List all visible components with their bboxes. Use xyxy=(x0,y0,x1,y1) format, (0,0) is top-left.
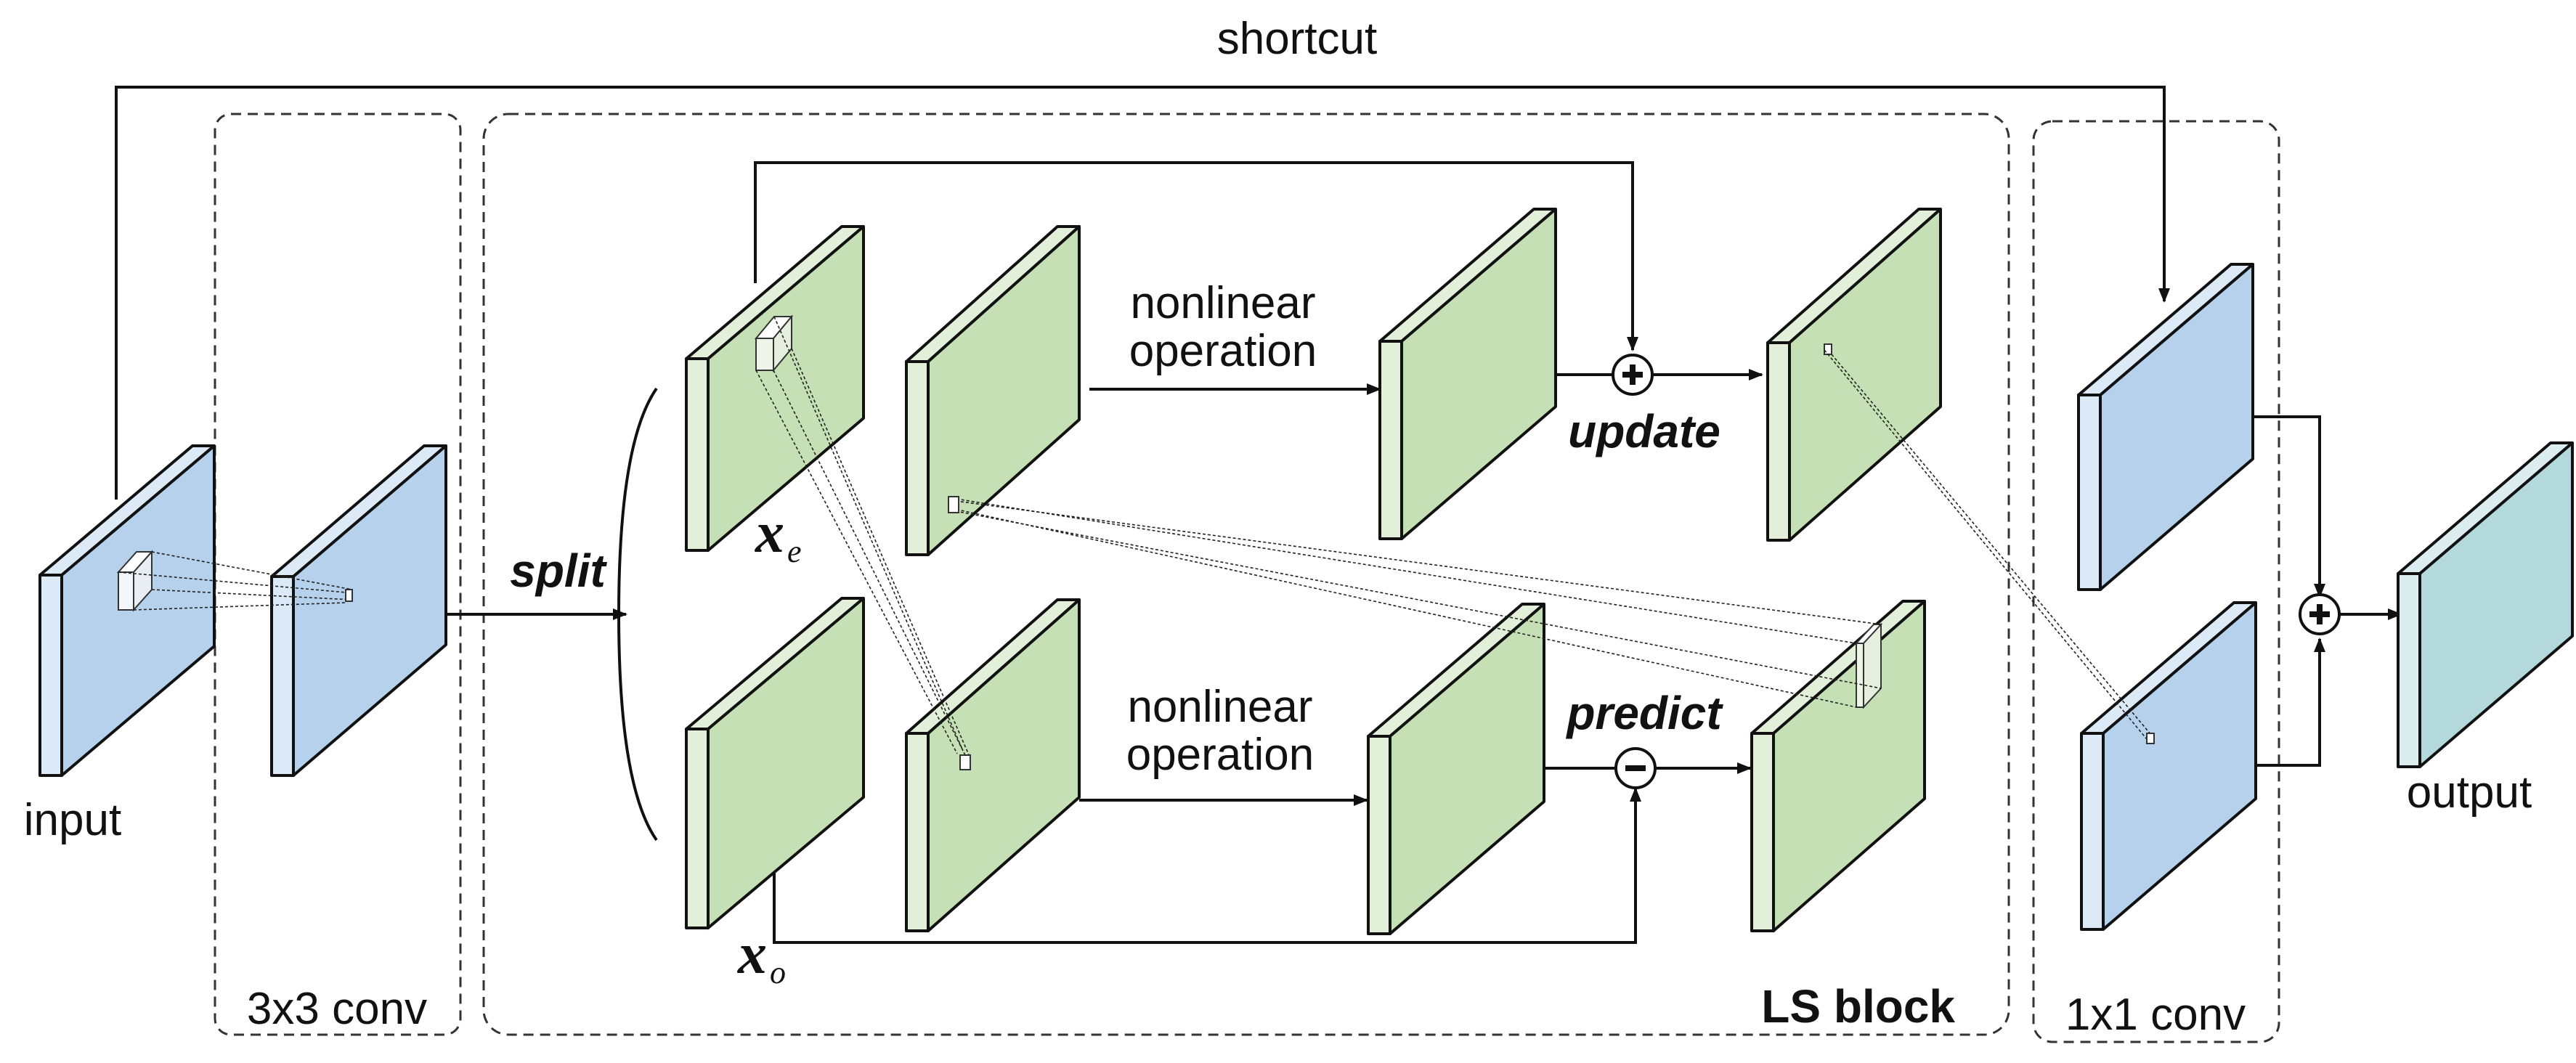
ls-block-label: LS block xyxy=(1761,980,1955,1033)
bottom-nonlinear-feature-map-front xyxy=(1367,735,1391,935)
split-brace xyxy=(617,387,658,842)
output-feature-map-front xyxy=(2397,572,2421,768)
conv1-group-box xyxy=(2032,120,2280,1043)
xe-branch-feature-map-front xyxy=(905,360,930,556)
bottom-nonlinear-feature-map xyxy=(1367,603,1545,935)
xe-sub: e xyxy=(787,534,802,569)
conv1-top-feature-map-front xyxy=(2077,394,2102,591)
output-feature-map xyxy=(2397,441,2574,768)
top-nonlinear-feature-map xyxy=(1378,208,1557,540)
nonlinear-bottom-line1: nonlinear xyxy=(1127,682,1312,732)
nonlinear-top-line1: nonlinear xyxy=(1130,278,1315,328)
conv3-feature-map-front xyxy=(270,575,295,777)
conv3-label: 3x3 conv xyxy=(247,984,427,1034)
nonlinear-bottom-line2: operation xyxy=(1126,730,1315,780)
conv1-label: 1x1 conv xyxy=(2065,990,2246,1040)
input-label: input xyxy=(24,795,121,845)
update-label: update xyxy=(1568,405,1720,457)
predicted-feature-map xyxy=(1750,600,1926,932)
xo-branch-feature-map xyxy=(905,598,1081,932)
input-feature-map-front xyxy=(38,574,63,777)
conv3-group-box xyxy=(214,113,462,1036)
shortcut-label: shortcut xyxy=(1217,14,1378,64)
xe-feature-map xyxy=(685,225,865,552)
xo-sub: o xyxy=(770,955,786,990)
xe-main: x xyxy=(755,501,784,565)
conv3-feature-map xyxy=(270,444,447,777)
predict-minus-icon xyxy=(1614,747,1657,789)
conv1-bottom-feature-map xyxy=(2080,601,2257,931)
updated-feature-map-front xyxy=(1766,341,1791,542)
top-nonlinear-feature-map-front xyxy=(1378,340,1403,540)
xo-main: x xyxy=(737,922,767,986)
input-feature-map xyxy=(38,444,216,777)
xe-branch-feature-map xyxy=(905,225,1081,556)
nonlinear-top-line2: operation xyxy=(1129,326,1317,376)
ls-block-group-box xyxy=(482,113,2010,1036)
conv1-top-feature-map xyxy=(2077,263,2254,591)
predict-label: predict xyxy=(1565,687,1723,739)
predicted-feature-map-front xyxy=(1750,732,1775,932)
receptive-fields xyxy=(116,314,2155,770)
output-label: output xyxy=(2407,767,2532,818)
xe-label: xe xyxy=(755,501,802,569)
updated-feature-map xyxy=(1766,208,1942,542)
update-plus-icon xyxy=(1612,354,1654,396)
split-label: split xyxy=(510,545,607,597)
conv1-bottom-feature-map-front xyxy=(2080,732,2105,931)
merge-plus-icon xyxy=(2299,593,2341,635)
xo-label: xo xyxy=(737,922,786,990)
xo-feature-map xyxy=(685,597,865,929)
xo-branch-feature-map-front xyxy=(905,732,930,932)
connections xyxy=(115,86,2402,944)
xe-feature-map-front xyxy=(685,357,710,552)
xo-feature-map-front xyxy=(685,728,710,929)
